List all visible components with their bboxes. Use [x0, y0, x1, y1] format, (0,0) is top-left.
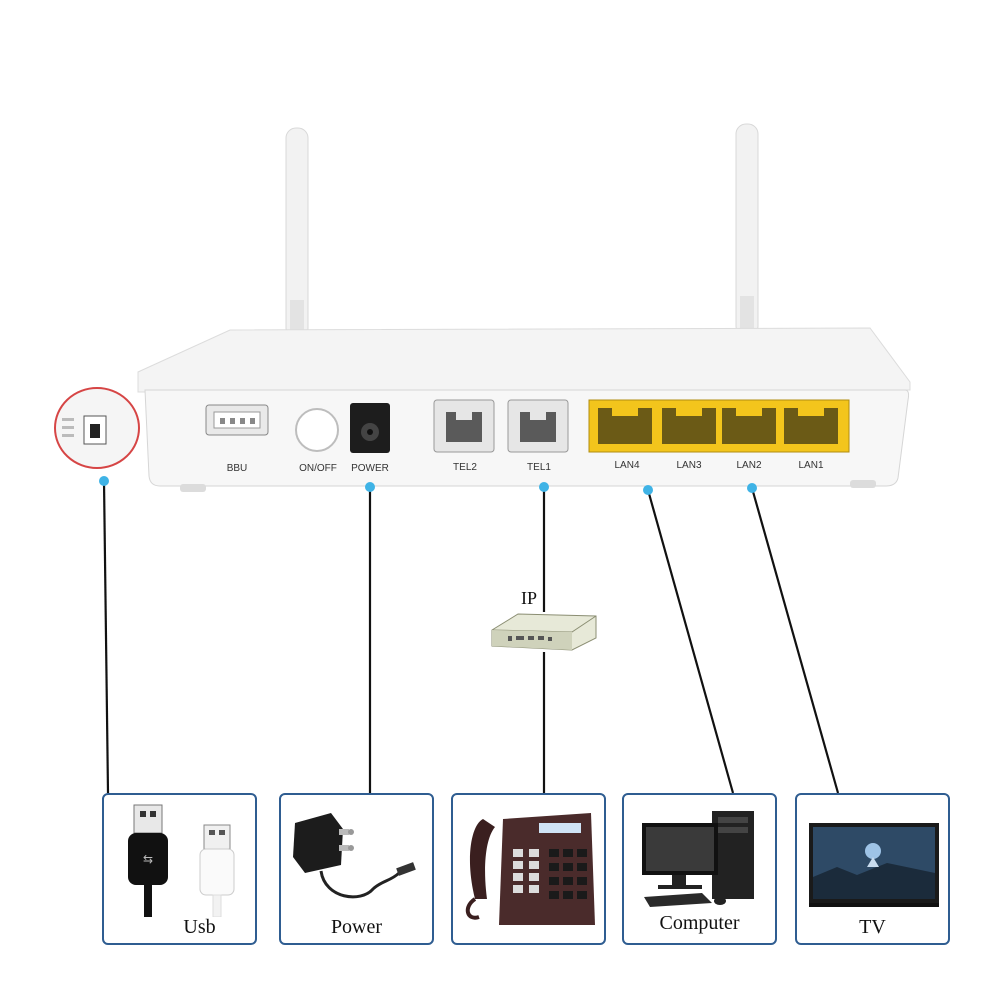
lan2-dot [747, 483, 757, 493]
router-illustration [54, 123, 911, 492]
port-label-tel1: TEL1 [527, 462, 551, 473]
port-label-lan1: LAN1 [798, 460, 824, 471]
right-antenna [735, 123, 759, 337]
lan4-dot [643, 485, 653, 495]
svg-text:⇆: ⇆ [143, 852, 153, 866]
device-label-power: Power [330, 916, 383, 938]
computer-connector-line [646, 489, 735, 794]
ip-set-top-box-image [491, 613, 597, 651]
usb-dot [99, 476, 109, 486]
usb-port-zoom-inset [54, 387, 140, 469]
computer-image [642, 811, 754, 907]
lan-port-block [588, 399, 850, 453]
port-label-onoff: ON/OFF [299, 463, 337, 474]
power-dot [365, 482, 375, 492]
port-label-lan2: LAN2 [736, 460, 762, 471]
ip-label: IP [520, 588, 537, 608]
device-card-usb: ⇆ Usb [102, 793, 257, 945]
device-label-tv: TV [859, 916, 886, 938]
power-adapter-image [293, 813, 416, 899]
device-label-usb: Usb [183, 916, 216, 938]
device-label-computer: Computer [659, 912, 740, 934]
usb-connector-line [102, 480, 110, 794]
usb-cable-image: ⇆ [128, 804, 235, 917]
port-label-lan3: LAN3 [676, 460, 702, 471]
device-card-tv: TV [795, 793, 950, 945]
tv-image [809, 823, 939, 907]
power-jack [350, 403, 390, 453]
port-label-tel2: TEL2 [453, 462, 477, 473]
device-card-computer: Computer [622, 793, 777, 945]
device-card-power: Power [279, 793, 434, 945]
bbu-port [205, 404, 269, 436]
device-card-phone [451, 793, 606, 945]
telephone-image [465, 813, 595, 925]
port-label-lan4: LAN4 [614, 460, 640, 471]
tel-dot [539, 482, 549, 492]
port-label-bbu: BBU [226, 463, 248, 474]
tv-connector-line [750, 487, 840, 794]
tel2-port [433, 399, 495, 453]
power-switch [295, 408, 339, 452]
port-label-power: POWER [351, 463, 389, 474]
tel1-port [507, 399, 569, 453]
